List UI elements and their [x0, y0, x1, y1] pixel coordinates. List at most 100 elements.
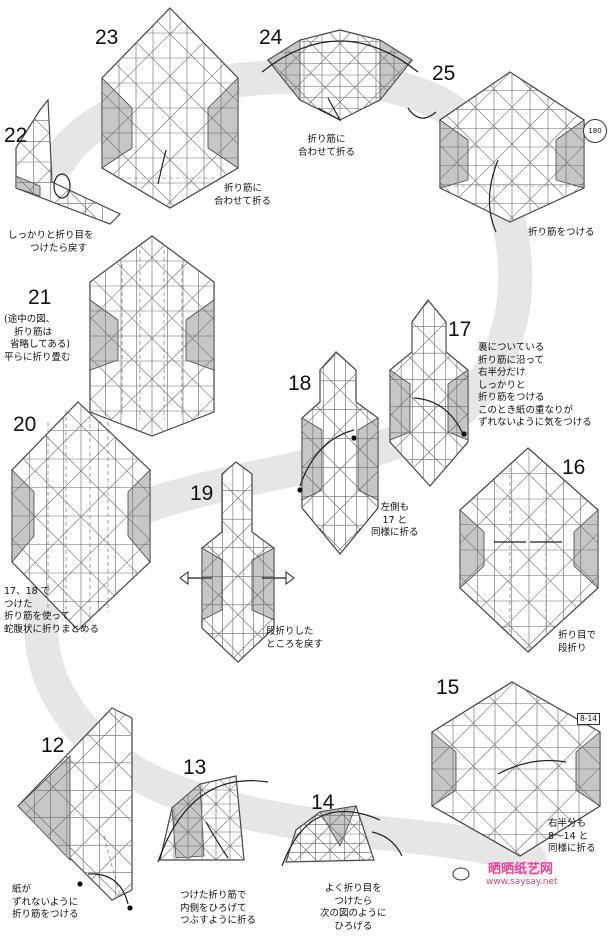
crease-line — [211, 236, 214, 436]
crease-line — [351, 30, 412, 120]
crease-line — [302, 352, 378, 554]
unfold-arrow-step-14 — [371, 831, 403, 857]
paper-outline — [17, 707, 133, 901]
crease-line — [440, 72, 554, 222]
caption-step-15: 右半分も 8～14 と 同様に折る — [548, 818, 596, 854]
crease-line — [390, 300, 464, 486]
figure-step-12 — [0, 707, 133, 901]
shaded-flap — [89, 299, 119, 371]
crease-line — [12, 402, 103, 630]
crease-line — [0, 708, 1, 900]
caption-step-14: よく折り目を つけたら 次の図のように ひろげる — [320, 883, 387, 932]
crease-line — [476, 72, 584, 222]
crease-line — [432, 682, 558, 856]
caption-step-24: 折り筋に 合わせて折る — [298, 134, 356, 158]
turn-over-arrow-step-25 — [407, 107, 437, 119]
crease-line — [0, 462, 2, 662]
crease-line — [390, 300, 468, 486]
crease-line — [502, 448, 598, 652]
reference-dot-step-18b — [297, 487, 303, 493]
crease-line — [432, 682, 521, 856]
unfold-loop-arrow-step-22 — [53, 173, 71, 199]
crease-line — [309, 806, 367, 862]
crease-line — [102, 8, 177, 208]
crease-line — [333, 806, 374, 862]
crease-line — [587, 72, 610, 222]
crease-line — [202, 462, 274, 662]
crease-line — [215, 776, 244, 860]
fold-arrow-step-17 — [413, 397, 463, 433]
figure-step-13 — [159, 775, 245, 861]
crease-line — [94, 236, 214, 436]
step-number-13: 13 — [183, 756, 207, 779]
crease-line — [302, 352, 378, 554]
caption-step-13: つけた折り筋で 内側をひろげて つぶすように折る — [180, 890, 257, 926]
shaded-flap — [389, 369, 411, 441]
crease-line — [603, 682, 610, 856]
crease-line — [440, 72, 548, 222]
fold-arrow-step-25 — [488, 159, 499, 233]
figure-step-25 — [439, 71, 610, 223]
crease-line — [440, 72, 517, 222]
crease-line — [12, 402, 149, 630]
fold-arc-step-24 — [261, 40, 419, 73]
crease-line — [70, 708, 132, 900]
figure-step-19 — [0, 461, 275, 663]
crease-line — [432, 682, 515, 856]
shaded-flap — [439, 119, 469, 189]
caption-step-19: 段折りした ところを戻す — [266, 626, 324, 650]
step-number-24: 24 — [259, 26, 283, 49]
fold-arc-step-14 — [281, 811, 381, 867]
crease-line — [90, 236, 210, 436]
crease-line — [268, 30, 329, 120]
crease-line — [90, 236, 214, 436]
crease-line — [18, 708, 132, 900]
crease-pattern — [432, 682, 610, 856]
caption-step-25: 折り筋をつける — [528, 227, 595, 238]
reference-dot-step-12b — [127, 905, 133, 911]
crease-line — [202, 462, 274, 662]
crease-line — [18, 708, 132, 900]
crease-line — [90, 236, 169, 436]
caption-step-16: 折り目で 段折り — [558, 630, 597, 654]
shaded-flap — [555, 119, 585, 189]
shaded-flap — [301, 417, 323, 501]
crease-pattern — [440, 72, 610, 222]
figure-step-21 — [89, 235, 215, 437]
watermark-url: www.saysay.net — [486, 877, 558, 887]
crease-line — [12, 402, 150, 630]
crease-line — [0, 8, 8, 208]
crease-line — [468, 682, 600, 856]
crease-line — [390, 300, 468, 486]
crease-line — [522, 448, 598, 652]
crease-line — [470, 72, 584, 222]
arrowhead-right-step-19 — [285, 571, 295, 585]
crease-line — [202, 462, 274, 662]
caption-step-21: (途中の図、 折り筋は 省略してある) 平らに折り畳む — [4, 314, 71, 363]
reference-dot-step-12 — [77, 881, 83, 887]
shaded-flap — [357, 417, 379, 501]
step-number-25: 25 — [432, 62, 456, 85]
crease-line — [102, 8, 197, 208]
squash-arrow-step-13 — [205, 821, 229, 859]
fold-arc-step-13 — [157, 780, 269, 863]
crease-line — [12, 402, 150, 630]
caption-step-22: しっかりと折り目を つけたら戻す — [8, 230, 94, 254]
crease-line — [61, 708, 132, 900]
step-number-22: 22 — [4, 124, 28, 147]
crease-line — [57, 402, 150, 630]
rotate-180-symbol: 180 — [583, 119, 607, 143]
crease-line — [460, 448, 598, 652]
crease-line — [135, 236, 214, 436]
reference-dot-step-17 — [461, 431, 467, 437]
crease-line — [202, 462, 274, 662]
crease-line — [163, 8, 238, 208]
crease-line — [507, 72, 584, 222]
crease-line — [474, 682, 600, 856]
crease-line — [302, 352, 378, 554]
crease-line — [202, 462, 274, 662]
crease-line — [286, 806, 327, 862]
crease-line — [103, 835, 121, 897]
crease-line — [460, 448, 536, 652]
crease-line — [18, 708, 132, 900]
